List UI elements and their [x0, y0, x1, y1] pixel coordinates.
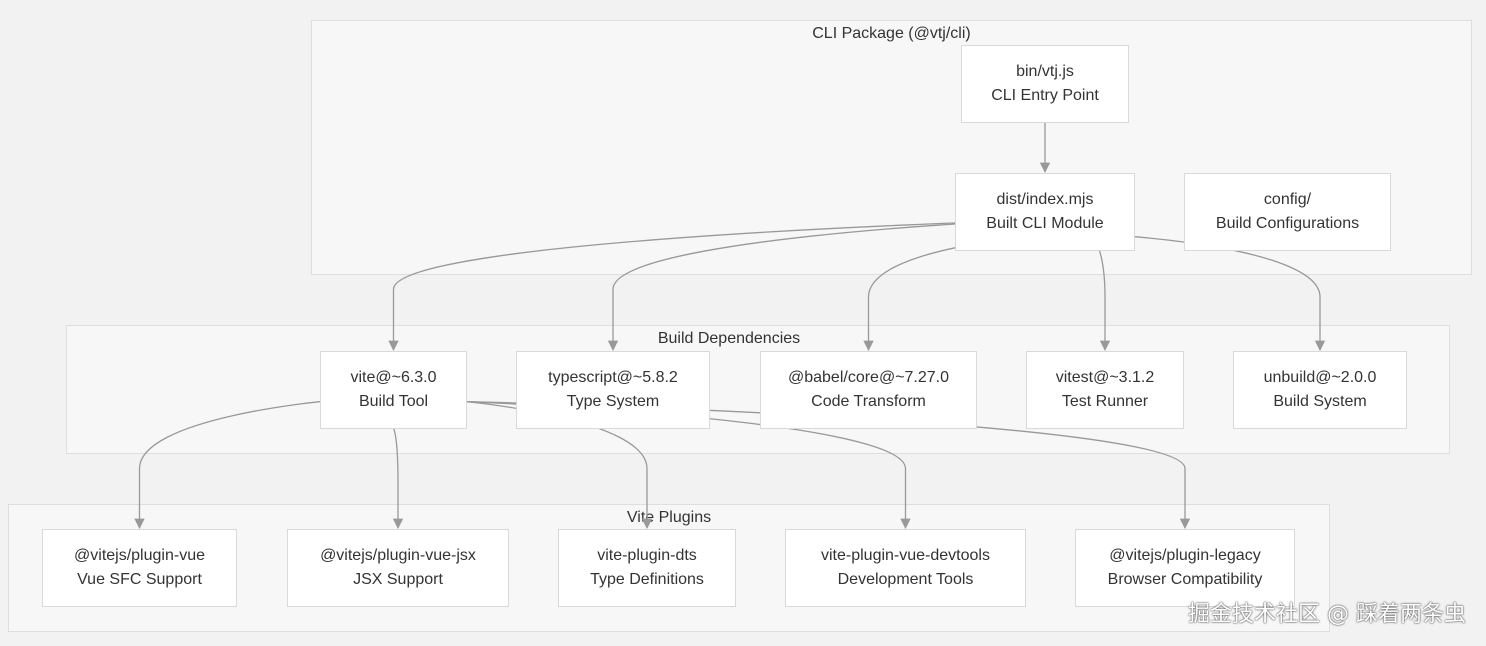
node-dist-line1: dist/index.mjs — [996, 191, 1094, 208]
node-plugin-dts-line2: Type Definitions — [590, 571, 704, 588]
node-plugin-devtools-line2: Development Tools — [837, 571, 974, 588]
node-plugin-dts[interactable]: vite-plugin-dts Type Definitions — [558, 529, 736, 607]
node-plugin-legacy[interactable]: @vitejs/plugin-legacy Browser Compatibil… — [1075, 529, 1295, 607]
node-config[interactable]: config/ Build Configurations — [1184, 173, 1391, 251]
node-plugin-dts-line1: vite-plugin-dts — [597, 547, 697, 564]
node-plugin-vue-jsx-line2: JSX Support — [353, 571, 443, 588]
node-vite-line2: Build Tool — [358, 393, 429, 410]
node-unbuild-line2: Build System — [1273, 393, 1367, 410]
node-vite-line1: vite@~6.3.0 — [350, 369, 437, 386]
group-build-dependencies-title: Build Dependencies — [657, 330, 801, 347]
node-plugin-vue-devtools[interactable]: vite-plugin-vue-devtools Development Too… — [785, 529, 1026, 607]
node-plugin-legacy-line2: Browser Compatibility — [1107, 571, 1263, 588]
node-babel-line2: Code Transform — [811, 393, 926, 410]
node-plugin-vue[interactable]: @vitejs/plugin-vue Vue SFC Support — [42, 529, 237, 607]
node-dist-index-mjs[interactable]: dist/index.mjs Built CLI Module — [955, 173, 1135, 251]
node-plugin-vue-jsx-line1: @vitejs/plugin-vue-jsx — [320, 547, 476, 564]
node-bin-line1: bin/vtj.js — [1016, 63, 1074, 80]
node-config-line2: Build Configurations — [1215, 215, 1360, 232]
node-bin-line2: CLI Entry Point — [991, 87, 1099, 104]
node-typescript-line1: typescript@~5.8.2 — [548, 369, 678, 386]
group-cli-package-title: CLI Package (@vtj/cli) — [812, 25, 971, 42]
node-typescript-line2: Type System — [566, 393, 660, 410]
node-plugin-legacy-line1: @vitejs/plugin-legacy — [1109, 547, 1261, 564]
node-plugin-vue-jsx[interactable]: @vitejs/plugin-vue-jsx JSX Support — [287, 529, 509, 607]
node-bin-vtj-js[interactable]: bin/vtj.js CLI Entry Point — [961, 45, 1129, 123]
group-vite-plugins-title: Vite Plugins — [626, 509, 712, 526]
node-vitest-line1: vitest@~3.1.2 — [1055, 369, 1155, 386]
node-vitest[interactable]: vitest@~3.1.2 Test Runner — [1026, 351, 1184, 429]
node-config-line1: config/ — [1263, 191, 1312, 208]
node-plugin-devtools-line1: vite-plugin-vue-devtools — [821, 547, 990, 564]
node-vite[interactable]: vite@~6.3.0 Build Tool — [320, 351, 467, 429]
node-unbuild-line1: unbuild@~2.0.0 — [1263, 369, 1377, 386]
node-unbuild[interactable]: unbuild@~2.0.0 Build System — [1233, 351, 1407, 429]
node-vitest-line2: Test Runner — [1061, 393, 1149, 410]
watermark: 掘金技术社区 @ 踩着两条虫 — [1188, 602, 1466, 627]
node-dist-line2: Built CLI Module — [986, 215, 1104, 232]
node-babel-line1: @babel/core@~7.27.0 — [787, 369, 950, 386]
node-plugin-vue-line1: @vitejs/plugin-vue — [74, 547, 205, 564]
node-babel-core[interactable]: @babel/core@~7.27.0 Code Transform — [760, 351, 977, 429]
node-plugin-vue-line2: Vue SFC Support — [77, 571, 202, 588]
node-typescript[interactable]: typescript@~5.8.2 Type System — [516, 351, 710, 429]
